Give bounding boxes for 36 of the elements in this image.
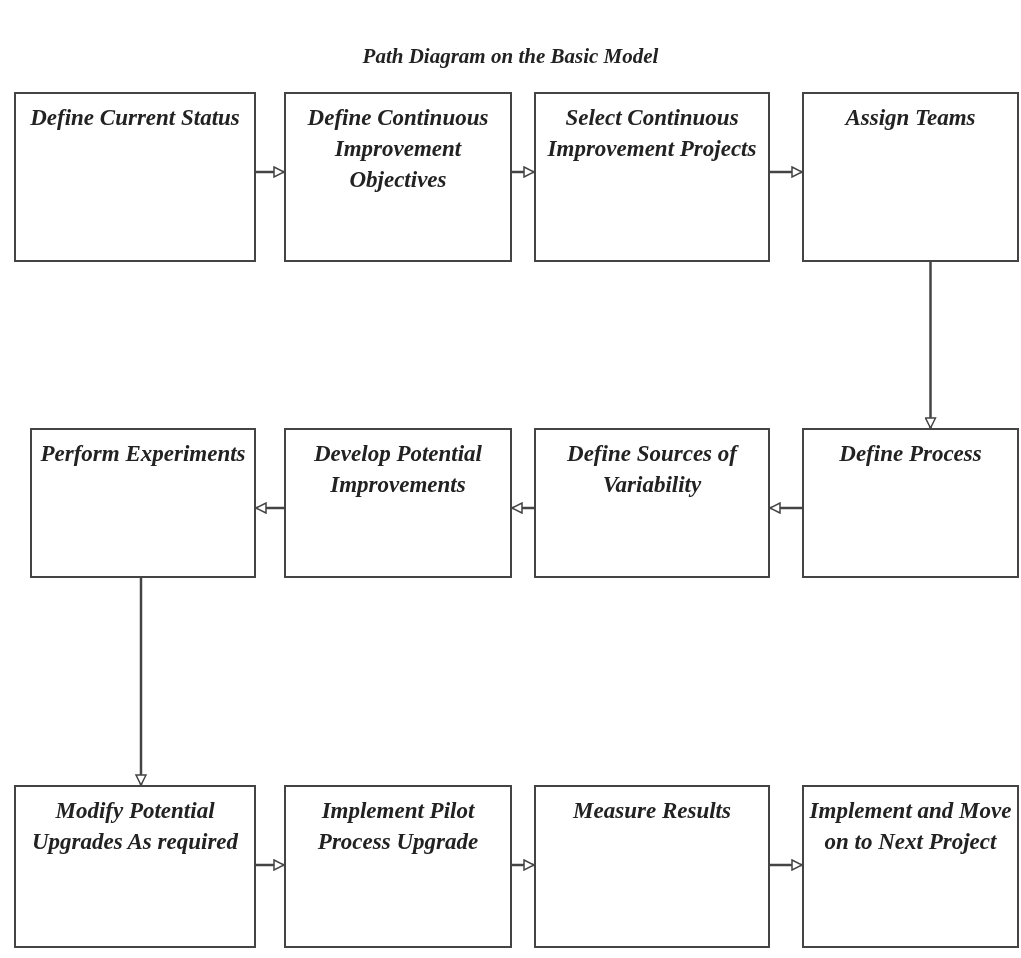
box-text: Modify Potential Upgrades As required [30, 797, 240, 856]
arrow [770, 859, 803, 871]
box-text: Define Current Status [29, 104, 241, 132]
process-box [534, 92, 770, 262]
box-text: Implement Pilot Process Upgrade [316, 797, 480, 856]
box-text: Define Process [838, 440, 983, 468]
arrow [256, 166, 285, 178]
process-box [534, 428, 770, 578]
arrow [255, 502, 284, 514]
process-box [14, 785, 256, 948]
process-box [284, 785, 512, 948]
arrow [769, 502, 802, 514]
box-text: Develop Potential Improvements [313, 440, 483, 499]
box-text: Define Continuous Improvement Objectives [306, 104, 490, 194]
diagram-title: Path Diagram on the Basic Model [361, 44, 660, 69]
process-box [30, 428, 256, 578]
process-box [802, 428, 1019, 578]
process-box [284, 92, 512, 262]
box-text: Perform Experiments [39, 440, 247, 468]
box-text: Measure Results [571, 797, 732, 825]
arrow [770, 166, 803, 178]
process-box [14, 92, 256, 262]
box-text: Define Sources of Variability [566, 440, 740, 499]
arrow [512, 166, 535, 178]
box-text: Select Continuous Improvement Projects [546, 104, 758, 163]
arrow [512, 859, 535, 871]
arrow [135, 578, 147, 786]
process-box [802, 785, 1019, 948]
process-box [802, 92, 1019, 262]
process-box [534, 785, 770, 948]
arrow [511, 502, 534, 514]
arrow [256, 859, 285, 871]
process-box [284, 428, 512, 578]
arrow [924, 262, 937, 429]
box-text: Implement and Move on to Next Project [808, 797, 1013, 856]
box-text: Assign Teams [843, 104, 977, 132]
